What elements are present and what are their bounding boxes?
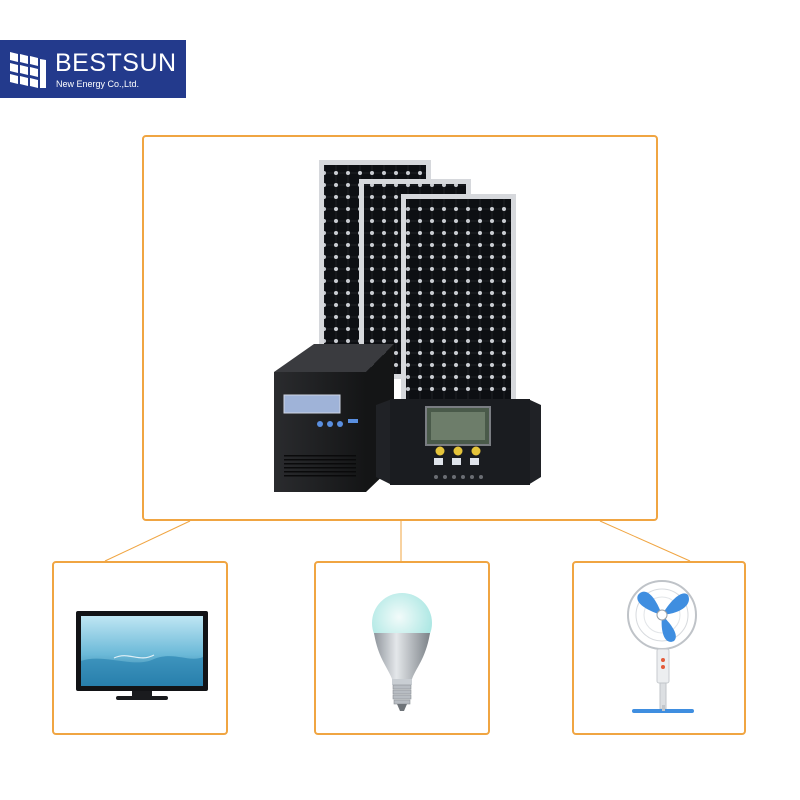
brand-tagline: New Energy Co.,Ltd.	[56, 79, 140, 89]
bulb-frame	[314, 561, 490, 735]
solar-panel-icon	[401, 194, 516, 404]
solar-grid-logo-icon	[10, 52, 46, 88]
television-frame	[52, 561, 228, 735]
solar-system-frame	[142, 135, 658, 521]
brand-name: BESTSUN	[55, 49, 177, 77]
television-icon	[76, 611, 208, 700]
connector-line-tv	[104, 520, 191, 562]
connector-line-fan	[599, 520, 691, 562]
fan-frame	[572, 561, 746, 735]
led-bulb-icon	[372, 593, 432, 711]
electric-fan-icon	[627, 580, 697, 713]
charge-controller-icon	[376, 399, 541, 485]
brand-logo: BESTSUN New Energy Co.,Ltd.	[0, 40, 186, 98]
solar-system-illustration	[274, 160, 541, 492]
